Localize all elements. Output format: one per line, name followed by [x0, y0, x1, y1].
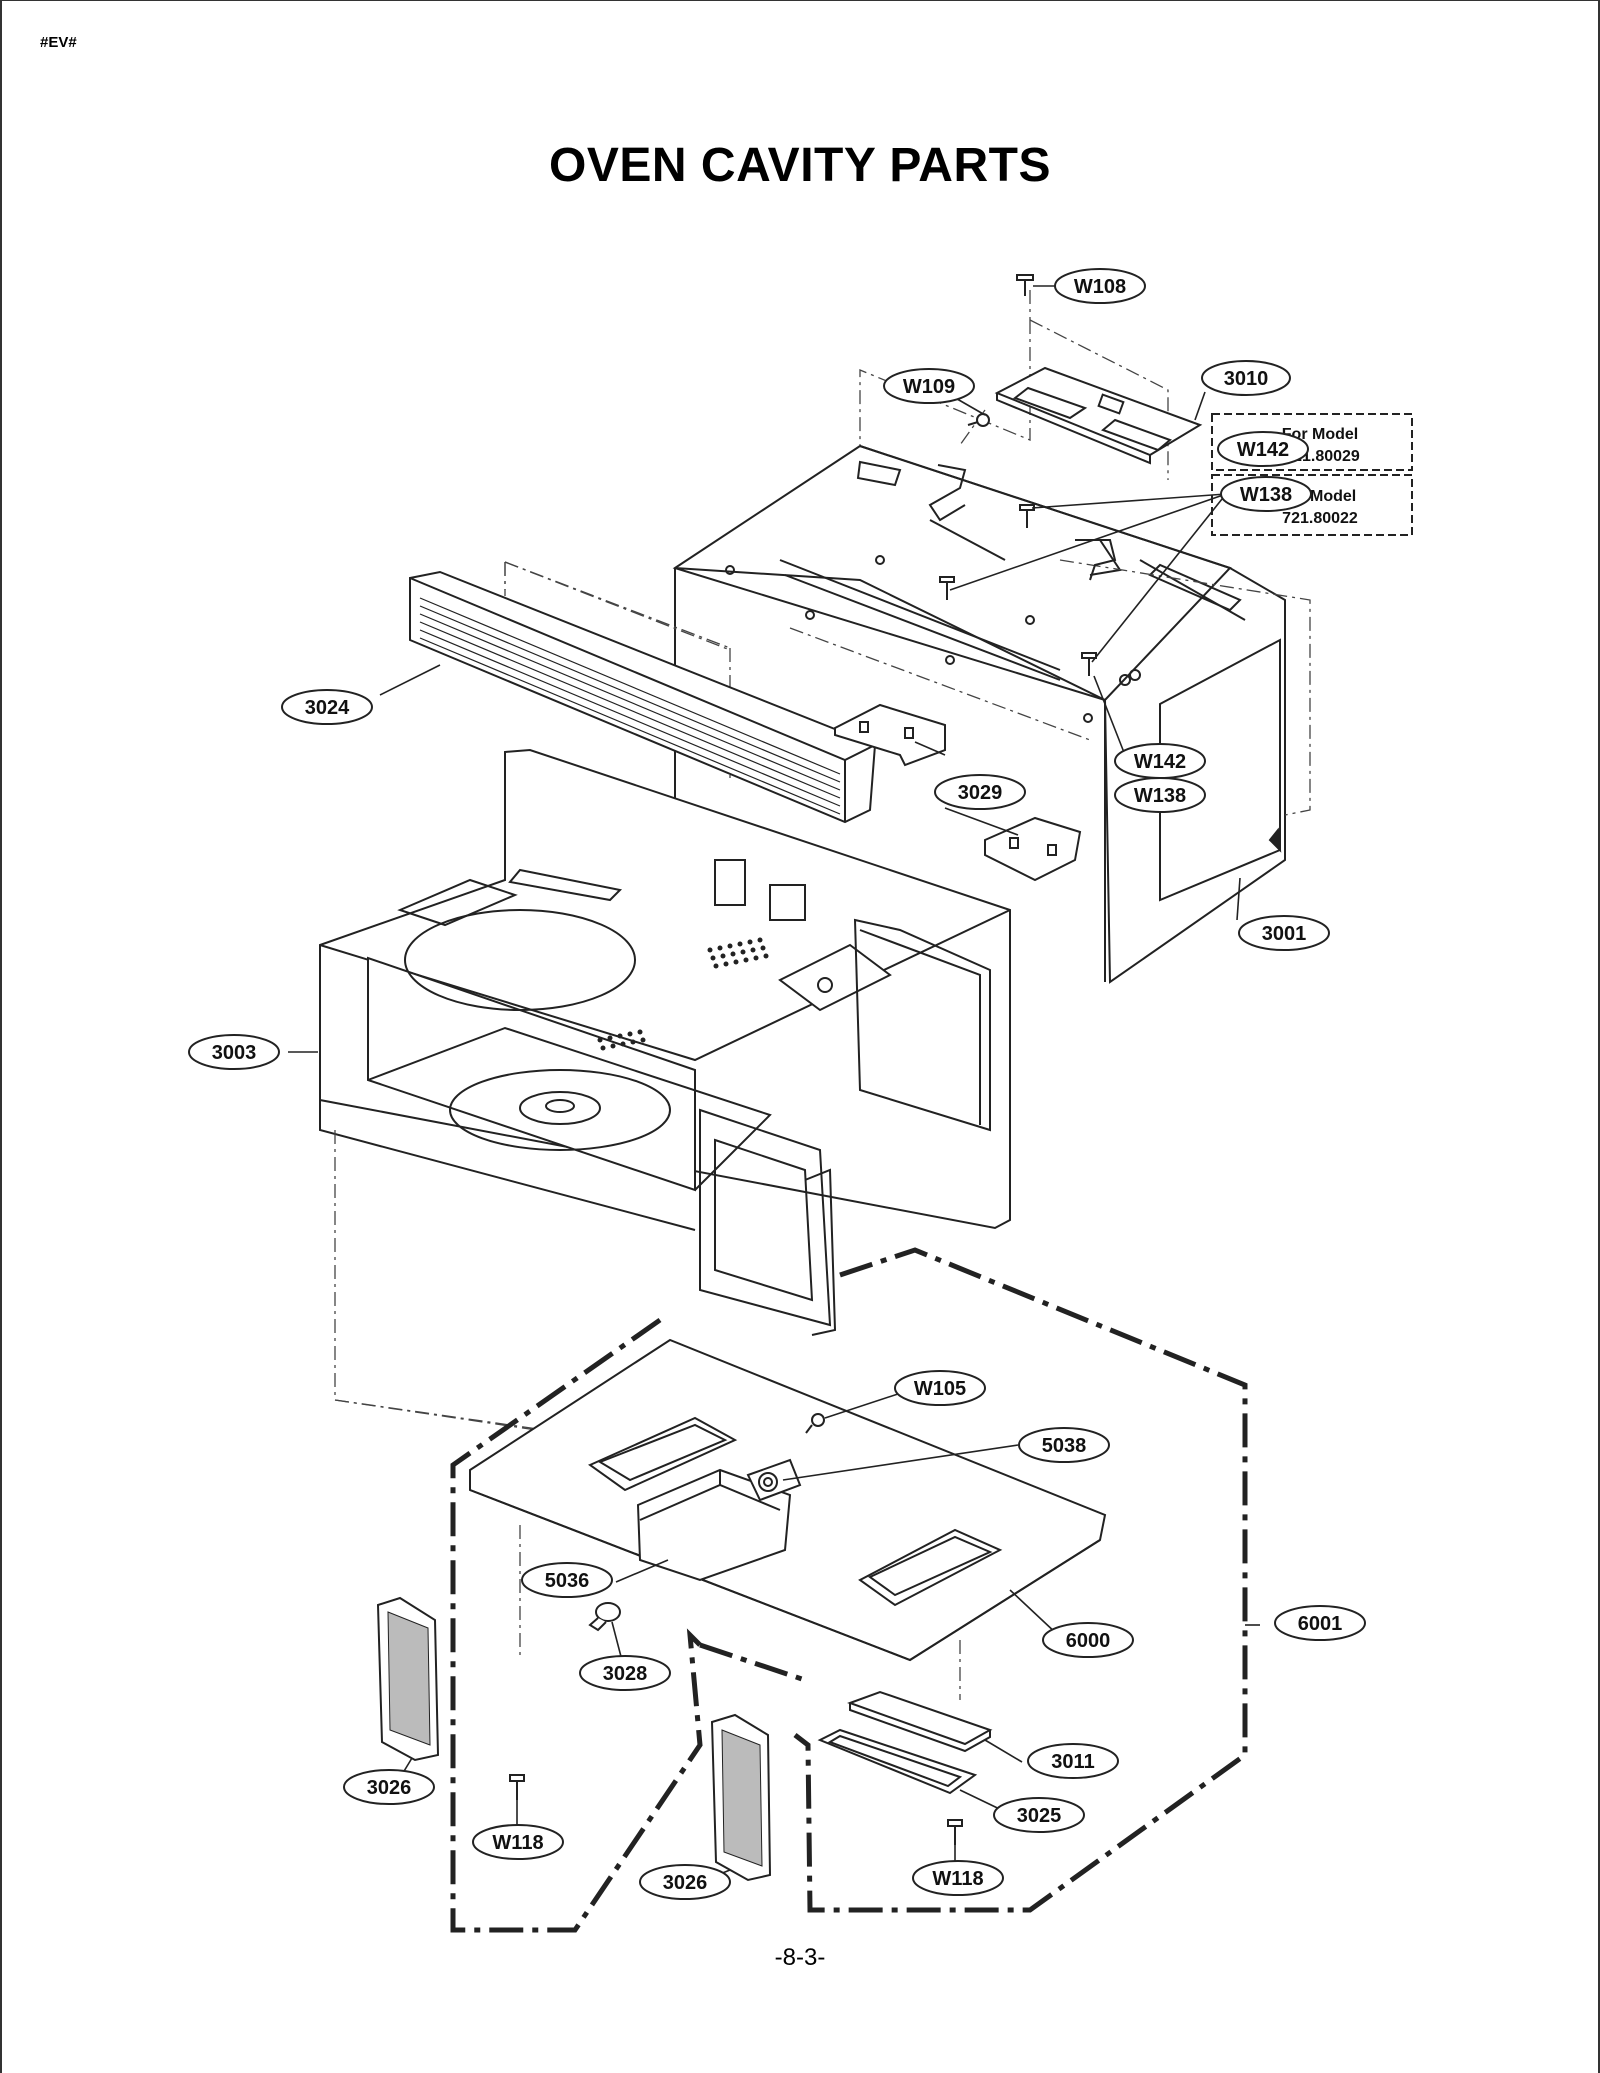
svg-text:W138: W138 — [1134, 785, 1186, 807]
callout-3028: 3028 — [579, 1655, 671, 1691]
thermostat-5038 — [746, 1458, 802, 1502]
callout-3024: 3024 — [281, 689, 373, 725]
svg-text:W118: W118 — [932, 1868, 983, 1890]
svg-text:5036: 5036 — [545, 1570, 590, 1592]
callout-w142-top: W142 — [1217, 431, 1309, 467]
screws-w118 — [509, 1774, 963, 1845]
callout-3029: 3029 — [934, 774, 1026, 810]
grille-guide-lines — [504, 561, 731, 651]
callout-w142-mid: W142 — [1114, 743, 1206, 779]
top-screws — [939, 274, 1097, 676]
svg-text:5038: 5038 — [1042, 1435, 1087, 1457]
callout-ovals: W108 W109 3010 W142 W138 3024 W142 W138 … — [188, 268, 1366, 1900]
cavity-3003 — [319, 748, 1011, 1336]
model-note-boxes — [1211, 413, 1413, 536]
callout-6000: 6000 — [1042, 1622, 1134, 1658]
svg-text:3010: 3010 — [1224, 368, 1269, 390]
svg-text:3025: 3025 — [1017, 1805, 1062, 1827]
svg-text:W108: W108 — [1074, 276, 1126, 298]
bulb-3028 — [588, 1602, 621, 1632]
svg-text:6001: 6001 — [1298, 1613, 1343, 1635]
svg-text:3026: 3026 — [663, 1872, 708, 1894]
model-note-2-line-2: 721.80022 — [1282, 510, 1358, 527]
svg-text:3029: 3029 — [958, 782, 1003, 804]
screw-w105 — [805, 1413, 825, 1434]
svg-text:3024: 3024 — [305, 697, 350, 719]
svg-text:W118: W118 — [492, 1832, 543, 1854]
callout-3026-right: 3026 — [639, 1864, 731, 1900]
svg-text:3028: 3028 — [603, 1663, 648, 1685]
svg-text:W105: W105 — [914, 1378, 966, 1400]
callout-w138-mid: W138 — [1114, 777, 1206, 813]
svg-text:W142: W142 — [1134, 751, 1186, 773]
leader-lines — [288, 285, 1260, 1881]
svg-text:3026: 3026 — [367, 1777, 412, 1799]
callout-w118-right: W118 — [912, 1860, 1004, 1896]
cavity-vents — [597, 937, 769, 1051]
page-number: -8-3- — [774, 1944, 826, 1971]
callout-5036: 5036 — [521, 1562, 613, 1598]
svg-text:W109: W109 — [903, 376, 955, 398]
grille-3024 — [409, 570, 877, 824]
base-plate-guide-lines — [519, 1525, 961, 1700]
callout-6001: 6001 — [1274, 1605, 1366, 1641]
svg-text:3001: 3001 — [1262, 923, 1307, 945]
filter-3026-left — [376, 1596, 440, 1762]
brackets-3029 — [834, 703, 1082, 882]
svg-text:W142: W142 — [1237, 439, 1289, 461]
filter-3026-right — [710, 1713, 772, 1882]
assembly-6001-outline — [450, 1247, 1248, 1933]
top-plate-3010 — [928, 366, 1203, 581]
svg-text:3003: 3003 — [212, 1042, 257, 1064]
page-title: OVEN CAVITY PARTS — [549, 139, 1051, 192]
callout-5038: 5038 — [1018, 1427, 1110, 1463]
callout-3026-left: 3026 — [343, 1769, 435, 1805]
callout-3003: 3003 — [188, 1034, 280, 1070]
callout-3011: 3011 — [1027, 1743, 1119, 1779]
callout-3010: 3010 — [1201, 360, 1291, 396]
outer-case-3001 — [672, 444, 1286, 984]
callout-w105: W105 — [894, 1370, 986, 1406]
svg-text:6000: 6000 — [1066, 1630, 1111, 1652]
cover-3025 — [817, 1728, 978, 1795]
svg-text:3011: 3011 — [1051, 1751, 1094, 1773]
svg-text:W138: W138 — [1240, 484, 1292, 506]
callout-3025: 3025 — [993, 1797, 1085, 1833]
callout-w118-left: W118 — [472, 1824, 564, 1860]
callout-w109: W109 — [883, 368, 975, 404]
callout-w138-top: W138 — [1220, 476, 1312, 512]
callout-w108: W108 — [1054, 268, 1146, 304]
callout-3001: 3001 — [1238, 915, 1330, 951]
document-tag: #EV# — [40, 34, 77, 51]
base-plate-6000 — [469, 1338, 1107, 1662]
cover-3011 — [847, 1690, 993, 1753]
